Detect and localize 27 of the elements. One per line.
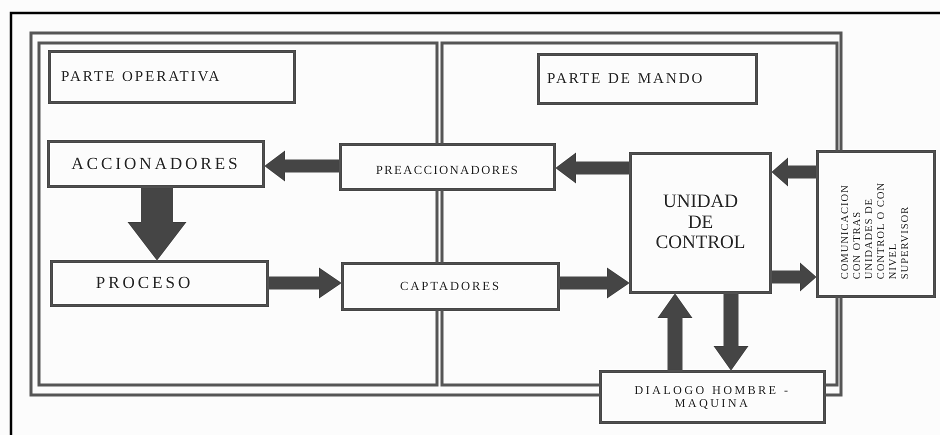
box-label: COMUNICACION CON OTRAS UNIDADES DE CONTROL O CON NIVEL SUPERVISOR (840, 180, 912, 279)
process-box (47, 140, 265, 188)
box-label: ACCIONADORES (71, 154, 241, 174)
block-arrow (128, 188, 186, 261)
process-box (50, 260, 269, 307)
box-label: PREACCIONADORES (376, 164, 520, 178)
process-box (48, 50, 296, 104)
block-arrow (264, 150, 339, 182)
block-arrow (714, 294, 748, 371)
process-box (629, 152, 772, 294)
box-label: PARTE DE MANDO (547, 70, 704, 88)
block-arrow (560, 268, 630, 298)
process-box (537, 53, 758, 105)
box-label: DIALOGO HOMBRE - MAQUINA (634, 384, 792, 410)
box-label: PROCESO (96, 274, 194, 293)
block-arrow (658, 293, 692, 370)
block-arrow (772, 262, 817, 292)
box-label: UNIDAD DE CONTROL (654, 192, 746, 254)
process-box (816, 150, 936, 298)
block-arrow (269, 268, 342, 298)
block-arrow (771, 158, 816, 186)
box-label: CAPTADORES (400, 280, 501, 294)
process-box (599, 370, 826, 424)
box-label: PARTE OPERATIVA (61, 68, 222, 86)
process-box (339, 143, 556, 191)
process-box (341, 262, 560, 311)
block-arrow (555, 152, 629, 184)
